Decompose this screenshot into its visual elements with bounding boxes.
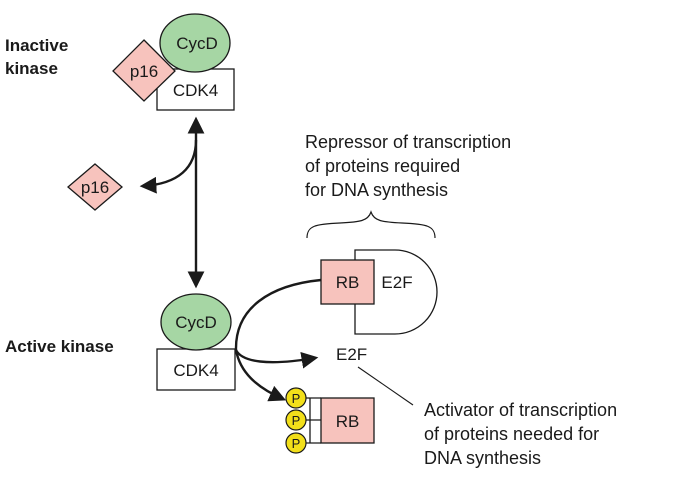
cdk4-label-inactive: CDK4 (173, 81, 218, 100)
phosphate-circle-2 (285, 409, 307, 431)
p16-release-arrow (139, 139, 198, 194)
phosphate-label-3: P (292, 436, 301, 451)
active-complex: CDK4 CycD (156, 293, 236, 391)
e2f-shape-bound (354, 249, 438, 335)
cycd-label-inactive: CycD (176, 34, 218, 53)
e2f-label-free: E2F (336, 345, 367, 364)
e2f-release-arrow (234, 349, 319, 369)
phosphate-circle-1 (285, 387, 307, 409)
phosphorylated-rb: RB P P P (285, 387, 375, 454)
p16-diamond-bound (112, 39, 176, 102)
rb-box-phosphorylated (320, 397, 375, 444)
cycd-ellipse-active (160, 293, 232, 351)
activator-leader-line (357, 366, 414, 406)
p16-label-free: p16 (81, 178, 109, 197)
phosphate-label-2: P (292, 413, 301, 428)
rb-label-phosphorylated: RB (336, 412, 360, 431)
phosphate-circle-3 (285, 432, 307, 454)
repressor-brace (306, 210, 436, 239)
inactive-kinase-label: Inactive kinase (5, 36, 73, 78)
cycd-ellipse-inactive (159, 13, 231, 73)
activator-label: Activator of transcription of proteins n… (424, 400, 622, 468)
phosphate-label-1: P (292, 391, 301, 406)
repressor-label: Repressor of transcription of proteins r… (305, 132, 516, 200)
inactive-complex: CDK4 CycD p16 (112, 13, 235, 111)
p16-label-bound: p16 (130, 62, 158, 81)
rb-e2f-complex: RB E2F (320, 249, 438, 335)
p16-diamond-free (66, 163, 124, 211)
cycd-label-active: CycD (175, 313, 217, 332)
rb-label-bound: RB (336, 273, 360, 292)
e2f-label-bound: E2F (381, 273, 412, 292)
cdk4-label-active: CDK4 (173, 361, 218, 380)
rb-box-bound (320, 259, 375, 305)
rb-phosphorylated-arrow (234, 349, 287, 402)
active-kinase-label: Active kinase (5, 337, 114, 356)
phosphorylation-curve (234, 278, 322, 351)
